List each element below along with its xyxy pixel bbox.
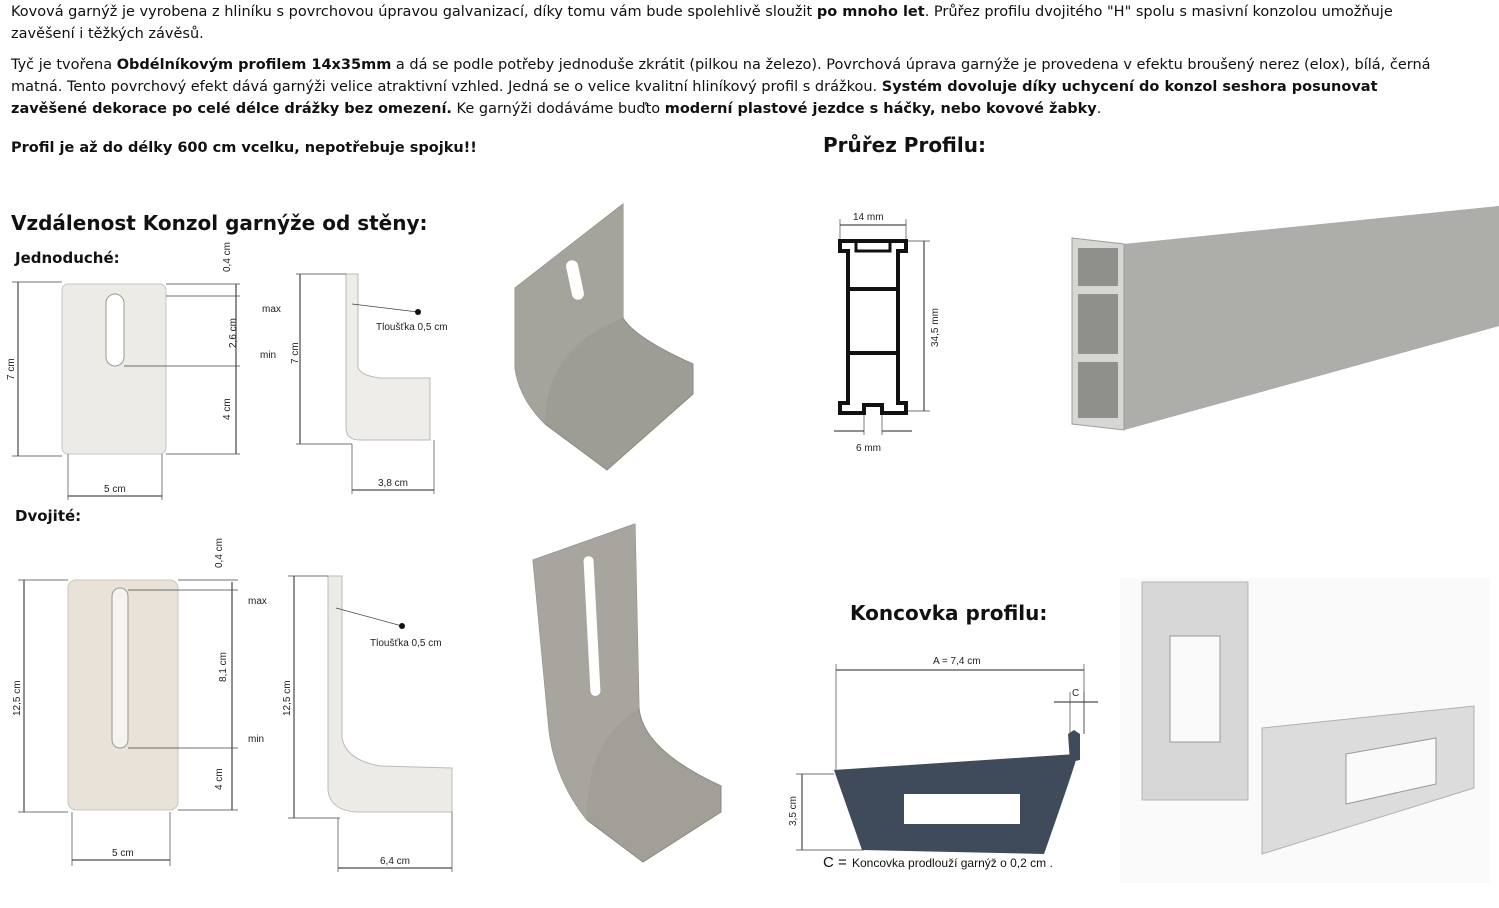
double-thickness-label: Tloušťka 0,5 cm: [370, 638, 442, 649]
intro-paragraph-3: Profil je až do délky 600 cm vcelku, nep…: [11, 140, 477, 156]
profile-heading: Průřez Profilu:: [823, 133, 986, 157]
intro-paragraph-1: Kovová garnýž je vyrobena z hliníku s po…: [11, 4, 1393, 42]
endcap-c-label: C: [1072, 688, 1079, 699]
double-max-label: max: [248, 596, 267, 607]
single-width-label: 5 cm: [104, 484, 126, 495]
profile-width-label: 14 mm: [853, 212, 884, 223]
endcap-photo: [1120, 578, 1490, 883]
double-heading: Dvojité:: [15, 507, 82, 525]
profile-rail-photo: [1071, 206, 1499, 431]
endcap-note: Koncovka prodlouží garnýž o 0,2 cm .: [852, 856, 1053, 870]
double-width-label: 5 cm: [112, 848, 134, 859]
intro-paragraph-2: Tyč je tvořena Obdélníkovým profilem 14x…: [11, 57, 1431, 117]
double-side-height-label: 12,5 cm: [282, 680, 293, 716]
single-slot-label: 2,6 cm: [228, 318, 239, 348]
double-top-label: 0,4 cm: [214, 538, 225, 568]
endcap-drawing: A = 7,4 cm C 3,5 cm C = Koncovka prodlou…: [788, 656, 1098, 871]
double-depth-label: 6,4 cm: [380, 856, 410, 867]
single-depth-label: 3,8 cm: [378, 478, 408, 489]
double-bracket-photo: [532, 523, 722, 863]
double-bracket-side-drawing: 12,5 cm Tloušťka 0,5 cm 6,4 cm: [282, 575, 453, 872]
single-heading: Jednoduché:: [15, 249, 120, 267]
single-thickness-label: Tloušťka 0,5 cm: [376, 322, 448, 333]
double-min-label: min: [248, 734, 264, 745]
endcap-note-c: C =: [823, 854, 847, 871]
double-bracket-front-drawing: 12,5 cm 0,4 cm 8,1 cm 4 cm max min 5 cm: [12, 538, 267, 866]
endcap-height-label: 3,5 cm: [788, 796, 799, 826]
single-min-label: min: [260, 350, 276, 361]
single-bracket-photo: [514, 202, 694, 471]
single-bracket-side-drawing: 7 cm Tloušťka 0,5 cm 3,8 cm: [290, 273, 448, 494]
double-height-label: 12,5 cm: [12, 680, 23, 716]
distance-heading: Vzdálenost Konzol garnýže od stěny:: [11, 211, 428, 235]
profile-height-label: 34,5 mm: [930, 308, 941, 347]
single-max-label: max: [262, 304, 281, 315]
endcap-length-label: A = 7,4 cm: [933, 656, 981, 667]
endcap-heading: Koncovka profilu:: [850, 601, 1048, 625]
single-bracket-front-drawing: 7 cm 0,4 cm 2,6 cm 4 cm max min 5 cm: [6, 242, 281, 500]
single-top-label: 0,4 cm: [222, 242, 233, 272]
single-bottom-label: 4 cm: [222, 398, 233, 420]
profile-groove-label: 6 mm: [856, 443, 881, 454]
double-slot-label: 8,1 cm: [218, 652, 229, 682]
double-bottom-label: 4 cm: [214, 768, 225, 790]
single-side-height-label: 7 cm: [290, 342, 301, 364]
single-height-label: 7 cm: [6, 358, 17, 380]
profile-cross-section-drawing: 14 mm 34,5 mm 6 mm: [834, 212, 941, 454]
